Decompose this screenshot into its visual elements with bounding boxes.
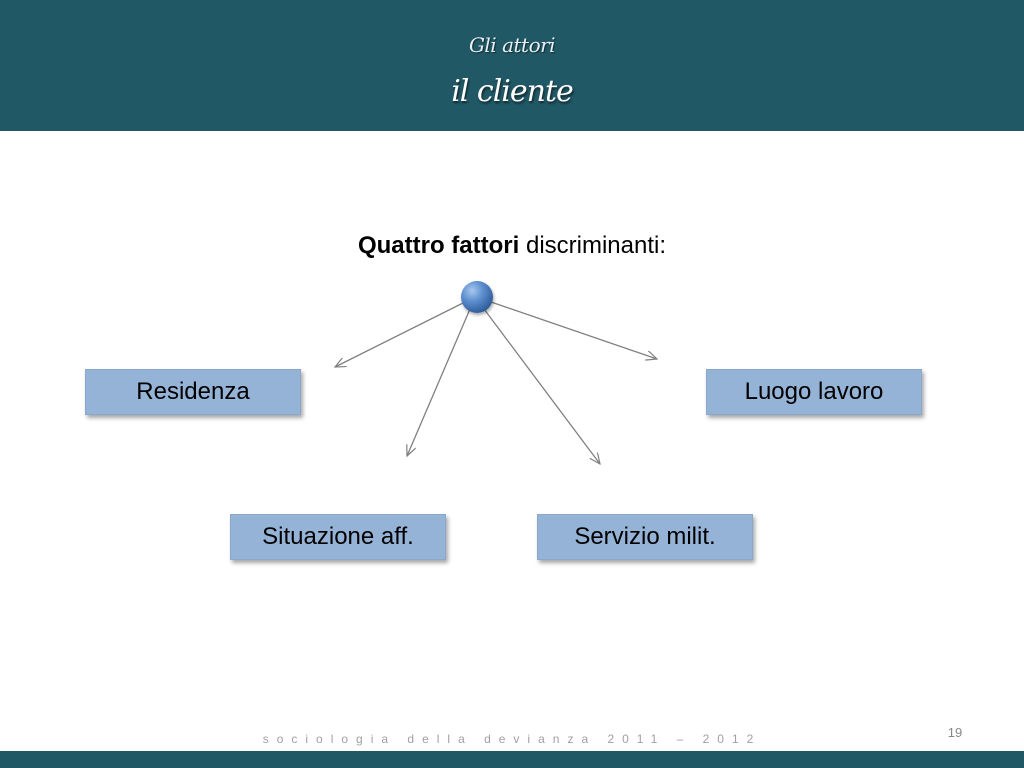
factor-box-luogo-lavoro: Luogo lavoro [706, 369, 922, 415]
header-bar [0, 0, 1024, 131]
diagram-heading: Quattro fattori discriminanti: [0, 232, 1024, 260]
factor-label: Servizio milit. [574, 523, 716, 550]
slide-subtitle: Gli attori [468, 33, 556, 57]
slide-title: il cliente [451, 74, 574, 109]
factor-box-servizio: Servizio milit. [537, 514, 753, 560]
page-number: 19 [947, 725, 963, 740]
arrow-to-residenza [335, 301, 466, 367]
factor-label: Situazione aff. [262, 523, 414, 550]
factor-label: Luogo lavoro [744, 378, 884, 405]
factor-box-residenza: Residenza [85, 369, 301, 415]
hub-node [461, 281, 493, 313]
footer-text: sociologia della devianza 2011 – 2012 [262, 732, 762, 746]
footer-bar [0, 751, 1024, 768]
arrow-to-luogo [490, 301, 657, 359]
heading-bold: Quattro fattori [357, 232, 520, 259]
heading-rest: discriminanti: [519, 232, 667, 259]
arrow-to-servizio [483, 308, 600, 464]
factor-label: Residenza [136, 378, 250, 405]
factor-box-situazione: Situazione aff. [230, 514, 446, 560]
arrow-to-situazione [407, 308, 471, 456]
